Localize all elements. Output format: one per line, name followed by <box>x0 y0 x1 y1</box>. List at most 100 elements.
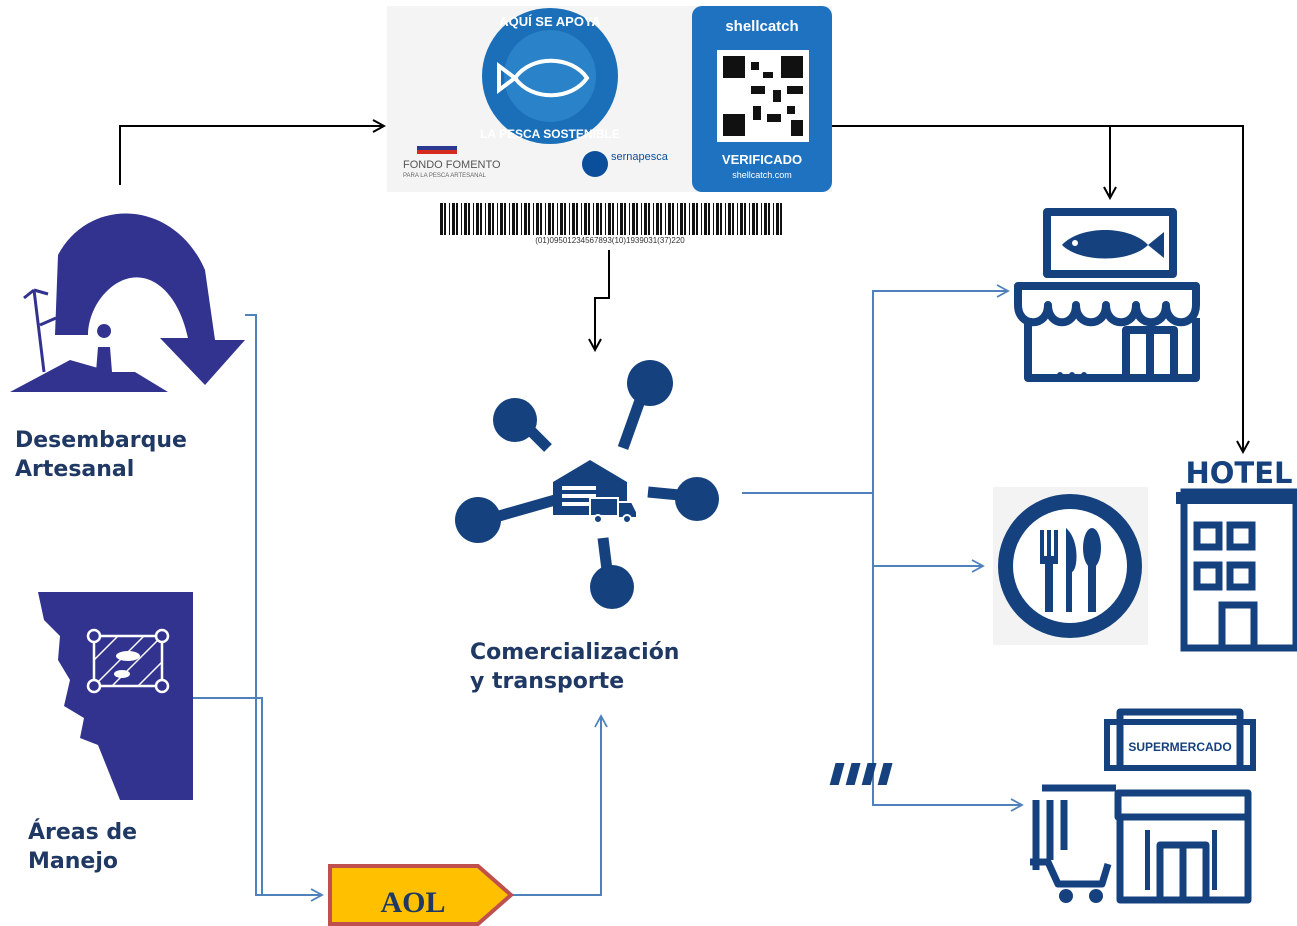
barcode-bar <box>608 203 611 235</box>
barcode-bar <box>708 203 710 235</box>
desembarque-label: Desembarque Artesanal <box>15 426 187 484</box>
barcode-bar <box>701 203 702 235</box>
barcode-bar <box>492 203 494 235</box>
barcode-bar <box>488 203 491 235</box>
barcode-bar <box>440 203 443 235</box>
barcode-bar <box>569 203 570 235</box>
barcode-bar <box>509 203 510 235</box>
barcode-bar <box>516 203 518 235</box>
arrow-to-fish-shop <box>872 284 1010 493</box>
barcode-bar <box>605 203 606 235</box>
barcode-bar <box>620 203 623 235</box>
barcode-bar <box>473 203 474 235</box>
hotel-sign: HOTEL <box>1186 456 1293 490</box>
barcode-bar <box>704 203 707 235</box>
barcode-bar <box>732 203 734 235</box>
comercializacion-line2: y transporte <box>470 669 625 694</box>
barcode-bar <box>756 203 758 235</box>
barcode-bar <box>728 203 731 235</box>
barcode-bar <box>456 203 458 235</box>
barcode-bar <box>564 203 566 235</box>
barcode-bar <box>533 203 534 235</box>
barcode-bar <box>680 203 683 235</box>
barcode-bar <box>668 203 671 235</box>
aol-label: AOL <box>380 886 445 919</box>
areas-manejo-label: Áreas de Manejo <box>28 818 137 876</box>
barcode-bar <box>648 203 650 235</box>
barcode-bar <box>540 203 542 235</box>
barcode-bar <box>696 203 698 235</box>
barcode-bar <box>624 203 626 235</box>
sernapesca-text: sernapesca <box>611 151 669 163</box>
arrow-label-to-hotel <box>1110 125 1243 452</box>
shellcatch-url: shellcatch.com <box>732 170 792 180</box>
barcode-bar <box>617 203 618 235</box>
barcode-bar <box>596 203 599 235</box>
barcode-bar <box>461 203 462 235</box>
barcode-bar <box>524 203 527 235</box>
barcode-bar <box>560 203 563 235</box>
barcode-bar <box>740 203 743 235</box>
barcode-bar <box>689 203 690 235</box>
barcode-bar <box>464 203 467 235</box>
verified-text: VERIFICADO <box>722 152 802 167</box>
arrow-areas-to-aol <box>190 697 263 895</box>
barcode-bar <box>528 203 530 235</box>
sernapesca-logo <box>582 151 608 177</box>
barcode-bar <box>536 203 539 235</box>
barcode-bar <box>672 203 674 235</box>
barcode-bar <box>476 203 479 235</box>
barcode-bar <box>768 203 770 235</box>
barcode-bar <box>480 203 482 235</box>
barcode-bar <box>485 203 486 235</box>
barcode-bar <box>749 203 750 235</box>
barcode-bar <box>716 203 719 235</box>
barcode-bar <box>629 203 630 235</box>
barcode-bar <box>545 203 546 235</box>
barcode-bar <box>572 203 575 235</box>
barcode-bar <box>497 203 498 235</box>
barcode-bar <box>576 203 578 235</box>
barcode-bar <box>725 203 726 235</box>
fondo-fomento-sub: PARA LA PESCA ARTESANAL <box>403 173 486 179</box>
barcode-bar <box>593 203 594 235</box>
barcode-bar <box>720 203 722 235</box>
barcode-bar <box>653 203 654 235</box>
barcode-bar <box>764 203 767 235</box>
shellcatch-brand: shellcatch <box>725 18 798 35</box>
barcode-bar <box>632 203 635 235</box>
barcode-bar <box>665 203 666 235</box>
traceability-label-card: AQUÍ SE APOYA LA PESCA SOSTENIBLE FONDO … <box>387 6 832 192</box>
desembarque-line1: Desembarque <box>15 428 187 453</box>
barcode-bar <box>600 203 602 235</box>
barcode-bar <box>744 203 746 235</box>
barcode-bar <box>584 203 587 235</box>
barcode-bar <box>521 203 522 235</box>
barcode-text: (01)09501234567893(10)1939031(37)220 <box>535 236 685 245</box>
barcode-bar <box>761 203 762 235</box>
barcode-bar <box>588 203 590 235</box>
supermarket-sign: SUPERMERCADO <box>1128 740 1231 754</box>
desembarque-line2: Artesanal <box>15 457 135 482</box>
areas-line1: Áreas de <box>28 820 138 845</box>
barcode-bar <box>692 203 695 235</box>
barcode-bar <box>644 203 647 235</box>
barcode-bar <box>677 203 678 235</box>
arrow-desembarque-to-label <box>119 126 384 185</box>
barcode-bar <box>780 203 782 235</box>
barcode-bar <box>468 203 470 235</box>
barcode-bar <box>660 203 662 235</box>
barcode-bar <box>452 203 455 235</box>
barcode-bar <box>581 203 582 235</box>
